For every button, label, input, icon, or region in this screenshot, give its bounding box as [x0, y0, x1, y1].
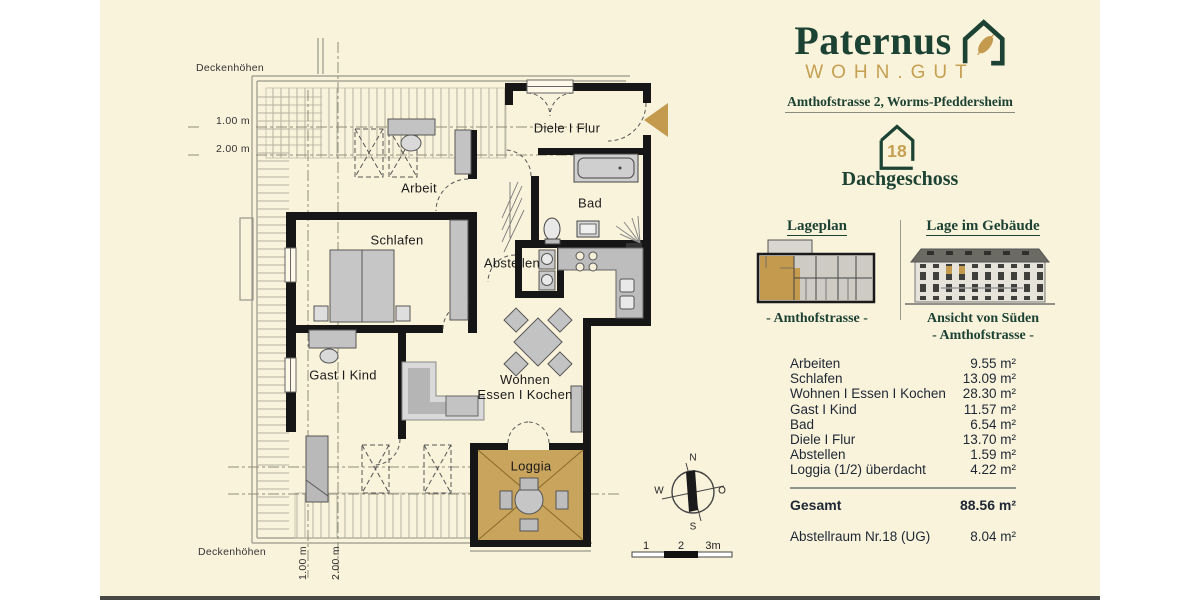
room-label-wohnen: Wohnen Essen I Kochen — [477, 372, 572, 402]
area-room-label: Schlafen — [790, 371, 843, 387]
logo-house-leaf-icon — [962, 19, 1005, 66]
furniture — [305, 118, 644, 503]
area-room-label: Diele I Flur — [790, 432, 856, 448]
compass-east-label: O — [718, 485, 726, 497]
unit-number: 18 — [887, 141, 907, 161]
project-address: Amthofstrasse 2, Worms-Pfeddersheim — [787, 94, 1013, 109]
site-plan-heading-text: Lageplan — [786, 218, 847, 236]
area-room-value: 28.30 m² — [962, 386, 1016, 402]
room-label-wohnen-line2: Essen I Kochen — [477, 387, 573, 402]
windows — [284, 79, 574, 393]
area-room-label: Loggia (1/2) überdacht — [790, 462, 926, 478]
area-row: Arbeiten 9.55 m² — [790, 356, 1016, 371]
scale-label-2: 2 — [677, 540, 685, 552]
area-room-label: Abstellen — [790, 447, 846, 463]
height-2m-label-bottom: 2.00 m — [330, 546, 342, 580]
site-plan-caption: - Amthofstrasse - — [766, 311, 868, 326]
height-2m-label-left: 2.00 m — [216, 143, 250, 155]
ceiling-heights-label-bottom: Deckenhöhen — [197, 546, 267, 558]
room-label-wohnen-line1: Wohnen — [499, 372, 550, 387]
room-label-diele-flur: Diele I Flur — [533, 120, 601, 136]
unit-number-icon: 18 — [873, 120, 921, 172]
area-row: Gast I Kind 11.57 m² — [790, 402, 1016, 417]
area-table: Arbeiten 9.55 m² Schlafen 13.09 m² Wohne… — [790, 356, 1016, 544]
address-divider — [785, 112, 1015, 113]
storage-room-label: Abstellraum Nr.18 (UG) — [790, 528, 931, 544]
room-label-abstellen: Abstellen — [483, 255, 541, 271]
scale-label-3m: 3m — [705, 540, 721, 552]
area-room-label: Wohnen I Essen I Kochen — [790, 386, 946, 402]
area-row: Diele I Flur 13.70 m² — [790, 432, 1016, 447]
area-row: Abstellen 1.59 m² — [790, 447, 1016, 462]
compass-south-label: S — [689, 521, 697, 533]
site-plan-heading: Lageplan — [756, 218, 878, 236]
area-row: Loggia (1/2) überdacht 4.22 m² — [790, 462, 1016, 477]
area-room-value: 13.70 m² — [962, 432, 1016, 448]
storage-room-value: 8.04 m² — [970, 528, 1016, 544]
building-caption-line2: - Amthofstrasse - — [932, 328, 1034, 343]
area-room-value: 11.57 m² — [963, 401, 1016, 417]
building-position-heading: Lage im Gebäude — [905, 218, 1061, 236]
entrance-arrow-icon — [644, 103, 668, 137]
area-room-value: 1.59 m² — [970, 447, 1016, 463]
bottom-edge-bar — [100, 596, 1100, 600]
loggia-area — [470, 449, 591, 552]
area-total-row: Gesamt 88.56 m² — [790, 496, 1016, 513]
room-label-arbeit: Arbeit — [401, 180, 437, 196]
ceiling-heights-label-top: Deckenhöhen — [195, 62, 265, 74]
area-room-label: Arbeiten — [790, 356, 841, 371]
area-total-label: Gesamt — [790, 496, 842, 513]
area-room-value: 9.55 m² — [970, 356, 1016, 371]
storage-room-row: Abstellraum Nr.18 (UG) 8.04 m² — [790, 529, 1016, 544]
building-caption: Ansicht von Süden - Amthofstrasse - — [905, 310, 1061, 344]
area-total-value: 88.56 m² — [959, 496, 1016, 513]
site-plan-thumbnail — [756, 238, 878, 308]
area-room-value: 13.09 m² — [962, 371, 1016, 387]
scale-bar — [631, 551, 733, 558]
area-row: Wohnen I Essen I Kochen 28.30 m² — [790, 386, 1016, 401]
room-label-bad: Bad — [577, 195, 603, 211]
total-divider — [790, 486, 1016, 489]
brand-tagline: WOHN.GUT — [805, 62, 975, 83]
height-1m-label-left: 1.00 m — [216, 115, 250, 127]
compass-west-label: W — [654, 485, 664, 497]
compass-north-label: N — [689, 452, 697, 464]
scale-label-1: 1 — [642, 540, 650, 552]
height-1m-label-bottom: 1.00 m — [297, 546, 309, 580]
area-room-label: Gast I Kind — [790, 401, 857, 417]
brand-name: Paternus — [794, 17, 952, 63]
brand-logo: Paternus — [770, 12, 1030, 68]
floor-title: Dachgeschoss — [841, 168, 959, 190]
slope-marker — [501, 181, 525, 253]
building-caption-line1: Ansicht von Süden — [926, 311, 1040, 326]
area-room-value: 4.22 m² — [970, 462, 1016, 478]
room-label-gast-kind: Gast I Kind — [309, 367, 377, 383]
area-row: Schlafen 13.09 m² — [790, 371, 1016, 386]
area-room-label: Bad — [790, 416, 815, 432]
area-row: Bad 6.54 m² — [790, 417, 1016, 432]
column-divider — [900, 220, 901, 320]
room-label-schlafen: Schlafen — [370, 232, 424, 248]
building-elevation-thumbnail — [905, 246, 1055, 308]
room-label-loggia: Loggia — [510, 458, 552, 474]
compass-icon — [661, 462, 725, 522]
area-room-value: 6.54 m² — [970, 416, 1016, 432]
building-position-heading-text: Lage im Gebäude — [926, 218, 1040, 236]
